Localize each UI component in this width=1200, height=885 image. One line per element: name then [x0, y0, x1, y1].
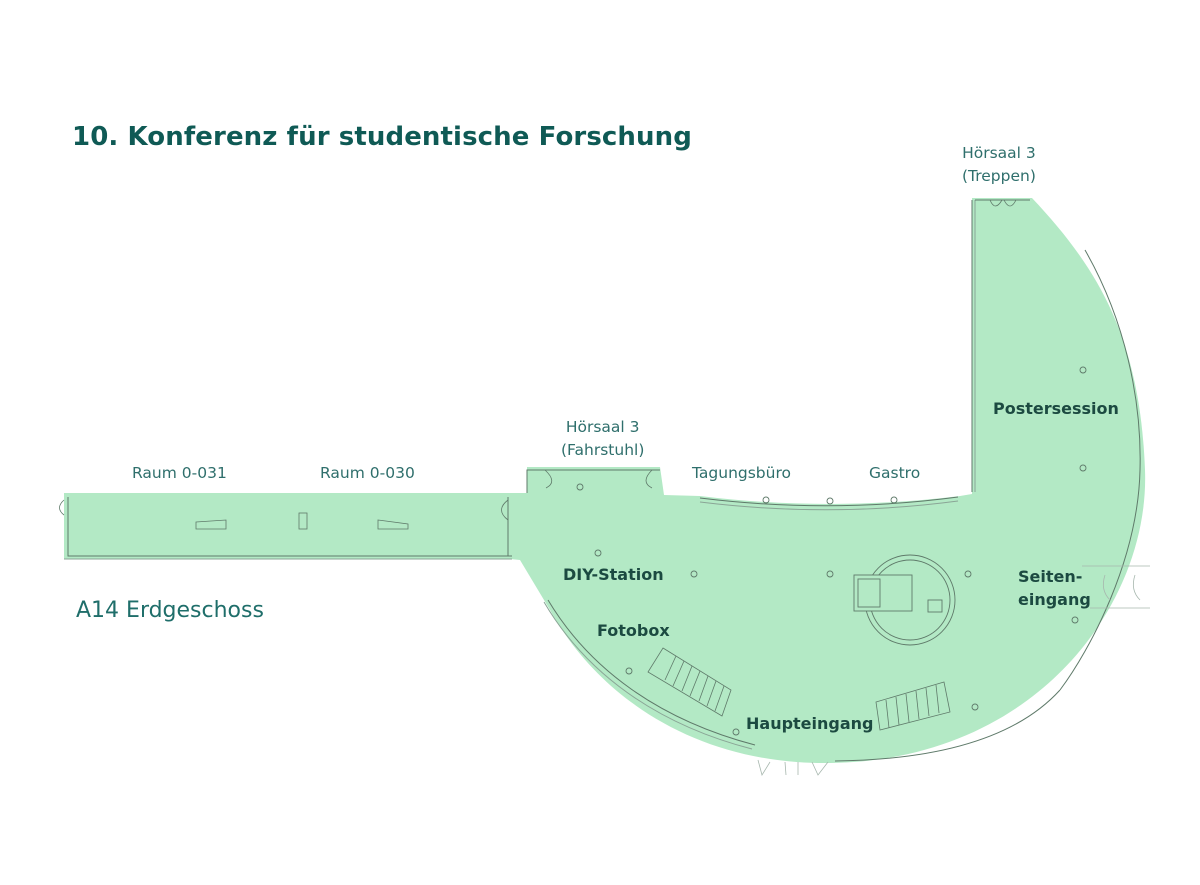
label-hoersaal-treppen-line2: (Treppen) — [962, 167, 1036, 185]
area-haupteingang: Haupteingang — [746, 714, 874, 733]
lobby-floor — [510, 198, 1146, 764]
area-postersession: Postersession — [993, 399, 1119, 418]
walls — [64, 199, 1141, 762]
label-hoersaal-fahrstuhl: Hörsaal 3 (Fahrstuhl) — [561, 416, 644, 462]
label-raum-0-031: Raum 0-031 — [132, 464, 227, 482]
area-seiteneingang-line2: eingang — [1018, 590, 1091, 609]
side-entrance — [1082, 565, 1150, 609]
floor-area — [64, 198, 1146, 764]
area-seiteneingang-line1: Seiten- — [1018, 567, 1083, 586]
label-gastro: Gastro — [869, 464, 921, 482]
central-core — [853, 554, 956, 646]
area-diy-station: DIY-Station — [563, 565, 664, 584]
label-hoersaal-treppen-line1: Hörsaal 3 — [962, 144, 1036, 162]
main-entrance — [757, 759, 829, 777]
stairs-left — [647, 647, 732, 717]
corridor-floor — [64, 493, 514, 559]
label-hoersaal-fahrstuhl-line1: Hörsaal 3 — [565, 418, 640, 436]
corridor-furniture — [195, 512, 409, 530]
label-hoersaal-fahrstuhl-line2: (Fahrstuhl) — [561, 441, 645, 459]
area-fotobox: Fotobox — [597, 621, 670, 640]
label-raum-0-030: Raum 0-030 — [320, 464, 415, 482]
area-seiteneingang: Seiten- eingang — [1018, 565, 1091, 611]
columns — [576, 366, 1087, 736]
doors — [59, 199, 1017, 521]
label-hoersaal-treppen: Hörsaal 3 (Treppen) — [962, 142, 1036, 188]
page-title: 10. Konferenz für studentische Forschung — [72, 122, 692, 152]
label-tagungsbuero: Tagungsbüro — [692, 464, 791, 482]
stairs-right — [875, 681, 951, 731]
floor-label: A14 Erdgeschoss — [76, 598, 264, 623]
